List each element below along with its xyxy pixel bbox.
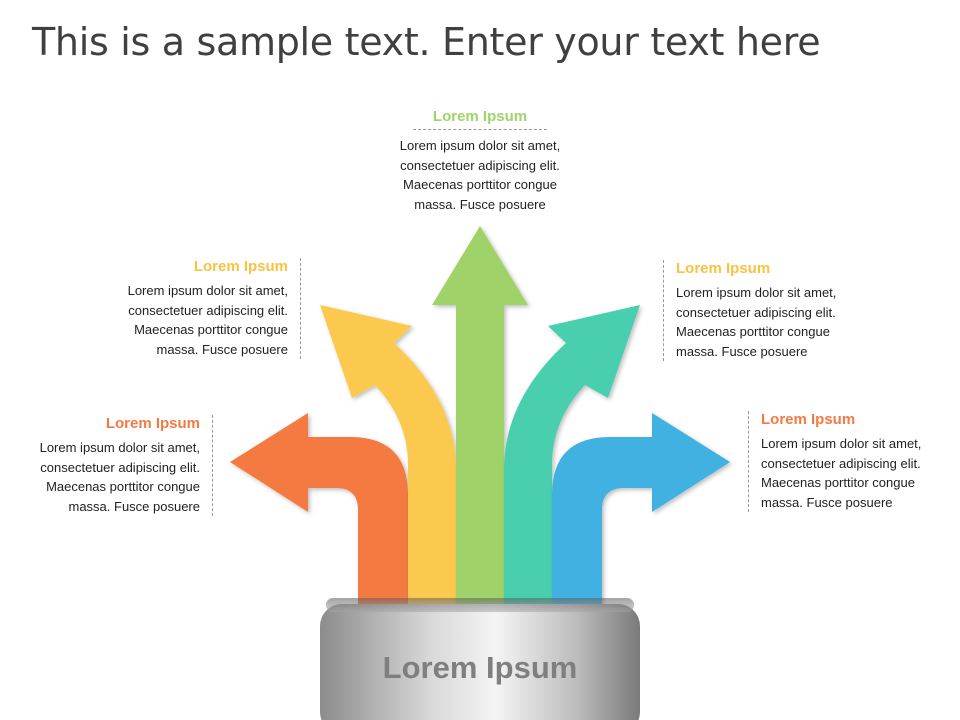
yellow-arrow [320, 305, 456, 610]
callout-line: consectetuer adipiscing elit. [761, 455, 921, 471]
callout-line: consectetuer adipiscing elit. [676, 304, 836, 320]
callout-lower-right-heading: Lorem Ipsum [761, 411, 856, 428]
callout-lower-right: Lorem Ipsum Lorem ipsum dolor sit amet, … [748, 411, 960, 512]
base-label: Lorem Ipsum [382, 650, 578, 685]
callout-line: Lorem ipsum dolor sit amet, [399, 138, 561, 153]
callout-upper-right: Lorem Ipsum Lorem ipsum dolor sit amet, … [663, 260, 876, 361]
callout-line: consectetuer adipiscing elit. [40, 459, 200, 475]
callout-upper-left: Lorem Ipsum Lorem ipsum dolor sit amet, … [100, 258, 301, 359]
callout-line: Maecenas porttitor congue [403, 177, 557, 192]
callout-line: massa. Fusce posuere [414, 196, 546, 212]
callout-line: Maecenas porttitor congue [676, 324, 830, 339]
callout-line: Maecenas porttitor congue [134, 322, 288, 337]
callout-line: Lorem ipsum dolor sit amet, [761, 436, 922, 451]
callout-upper-left-body: Lorem ipsum dolor sit amet, consectetuer… [100, 281, 288, 359]
callout-line: consectetuer adipiscing elit. [128, 302, 288, 318]
callout-line: consectetuer adipiscing elit. [400, 157, 560, 173]
callout-line: massa. Fusce posuere [676, 343, 808, 359]
callout-line: Lorem ipsum dolor sit amet, [39, 440, 200, 455]
callout-line: Lorem ipsum dolor sit amet, [676, 285, 837, 300]
callout-line: Lorem ipsum dolor sit amet, [127, 283, 288, 298]
callout-upper-right-heading: Lorem Ipsum [676, 260, 771, 277]
cylinder-base [320, 598, 640, 720]
callout-top-heading: Lorem Ipsum [412, 108, 548, 130]
callout-line: massa. Fusce posuere [761, 494, 893, 510]
orange-arrow [230, 413, 408, 610]
teal-arrow [504, 305, 640, 610]
callout-line: massa. Fusce posuere [68, 498, 200, 514]
callout-upper-right-body: Lorem ipsum dolor sit amet, consectetuer… [676, 283, 876, 361]
callout-lower-left-heading: Lorem Ipsum [105, 415, 200, 432]
callout-top-body: Lorem ipsum dolor sit amet, consectetuer… [380, 136, 580, 214]
callout-lower-left-body: Lorem ipsum dolor sit amet, consectetuer… [10, 438, 200, 516]
callout-line: Maecenas porttitor congue [761, 475, 915, 490]
callout-line: massa. Fusce posuere [156, 341, 288, 357]
slide-title: This is a sample text. Enter your text h… [32, 20, 821, 64]
callout-lower-left: Lorem Ipsum Lorem ipsum dolor sit amet, … [10, 415, 213, 516]
callout-top: Lorem Ipsum Lorem ipsum dolor sit amet, … [380, 108, 580, 214]
callout-line: Maecenas porttitor congue [46, 479, 200, 494]
callout-upper-left-heading: Lorem Ipsum [193, 258, 288, 275]
blue-arrow [552, 413, 730, 610]
callout-lower-right-body: Lorem ipsum dolor sit amet, consectetuer… [761, 434, 960, 512]
